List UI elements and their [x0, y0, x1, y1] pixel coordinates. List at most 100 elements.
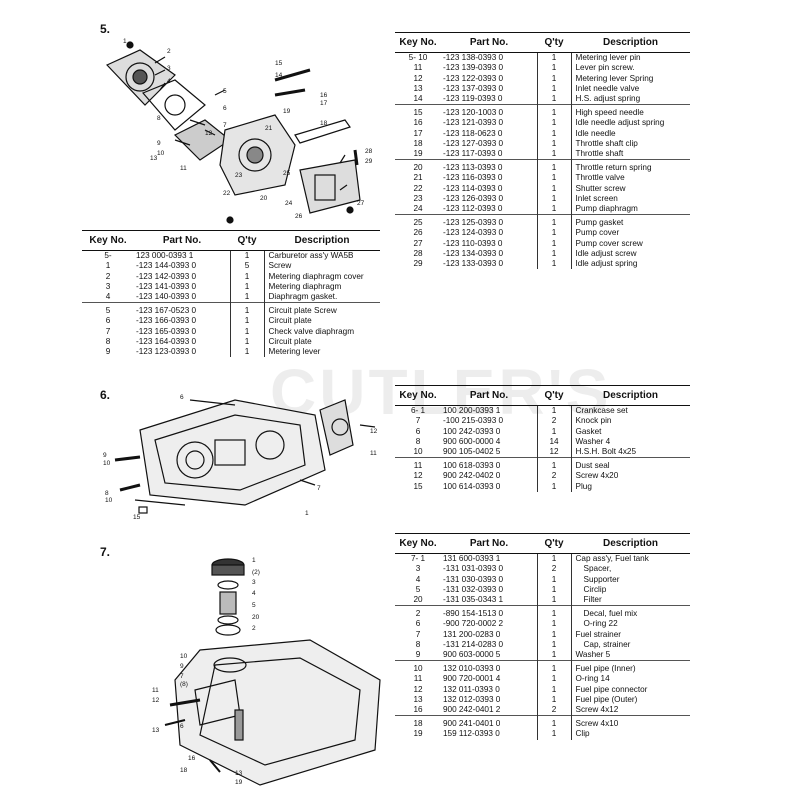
svg-text:9: 9	[103, 452, 107, 459]
svg-text:10: 10	[157, 150, 165, 157]
col-qty: Q'ty	[537, 31, 571, 54]
qty-cell: 5	[229, 261, 264, 272]
part-no-cell: -123 165-0393 0	[136, 326, 197, 336]
part-no-cell: 123 000-0393 1	[136, 251, 194, 261]
svg-text:15: 15	[275, 60, 283, 67]
description-cell: Throttle shaft	[570, 149, 690, 160]
svg-text:10: 10	[180, 653, 188, 660]
qty-cell: 1	[536, 674, 571, 685]
svg-text:25: 25	[283, 170, 291, 177]
part-no-cell: 900 603-0000 5	[443, 650, 501, 660]
svg-text:8: 8	[157, 115, 161, 122]
key-cell: 2	[395, 605, 441, 620]
svg-text:27: 27	[357, 200, 365, 207]
key-cell: 27	[413, 238, 423, 248]
part-no-cell: -123 141-0393 0	[136, 281, 197, 291]
key-cell: 26	[413, 228, 423, 238]
svg-text:13: 13	[152, 727, 160, 734]
part-no-cell: -123 167-0523 0	[134, 302, 230, 317]
col-description: Description	[571, 532, 690, 555]
qty-cell: 1	[536, 660, 571, 675]
part-no-cell: -123 123-0393 0	[136, 347, 197, 357]
part-no-cell: -123 124-0393 0	[443, 228, 504, 238]
description-cell: Pump diaphragm	[570, 204, 690, 215]
svg-text:9: 9	[180, 663, 184, 670]
key-cell: 15	[395, 104, 441, 119]
qty-cell: 1	[536, 595, 571, 606]
key-cell: 15	[413, 481, 423, 491]
part-no-cell: -123 116-0393 0	[443, 173, 503, 183]
part-no-cell: 100 618-0393 0	[441, 457, 537, 472]
description-cell: Pump cover screw	[570, 238, 690, 249]
part-no-cell: -131 035-0343 1	[443, 595, 504, 605]
svg-text:3: 3	[167, 65, 171, 72]
description-cell: Gasket	[570, 426, 690, 437]
description-cell: High speed needle	[570, 104, 690, 119]
qty-cell: 2	[536, 705, 571, 716]
part-no-cell: -123 140-0393 0	[136, 292, 197, 302]
key-cell: 11	[395, 457, 441, 472]
svg-text:1: 1	[123, 38, 127, 45]
key-cell: 23	[413, 193, 423, 203]
qty-cell: 1	[536, 138, 571, 150]
svg-text:19: 19	[283, 108, 291, 115]
qty-cell: 1	[536, 553, 571, 565]
key-cell: 19	[413, 149, 423, 159]
svg-text:29: 29	[365, 158, 373, 165]
description-cell: Metering diaphragm	[263, 281, 380, 293]
qty-cell: 1	[536, 83, 571, 95]
col-description: Description	[264, 229, 380, 252]
qty-cell: 1	[229, 271, 264, 282]
qty-cell: 1	[536, 94, 571, 105]
key-cell: 19	[413, 729, 423, 739]
qty-cell: 1	[536, 457, 571, 472]
part-no-cell: -131 030-0393 0	[443, 574, 504, 584]
col-key-no: Key No.	[395, 31, 441, 54]
qty-cell: 1	[536, 204, 571, 215]
part-no-cell: -890 154-1513 0	[441, 605, 537, 620]
svg-text:6: 6	[180, 394, 184, 401]
key-cell: 21	[413, 173, 423, 183]
key-cell: 28	[413, 248, 423, 258]
part-no-cell: 100 242-0393 0	[443, 426, 501, 436]
col-qty: Q'ty	[537, 532, 571, 555]
description-cell: Metering diaphragm cover	[263, 271, 380, 282]
description-cell: Metering lever pin	[570, 52, 690, 64]
qty-cell: 1	[536, 193, 571, 205]
description-cell: H.S. adjust spring	[570, 94, 690, 105]
svg-text:5: 5	[223, 88, 227, 95]
key-cell: 10	[395, 660, 441, 675]
key-cell: 6	[415, 426, 421, 436]
key-cell: 5- 10	[408, 53, 428, 63]
qty-cell: 1	[536, 159, 571, 174]
key-cell: 13	[413, 83, 423, 93]
part-no-cell: 900 241-0401 0	[441, 715, 537, 730]
description-cell: Inlet needle valve	[570, 83, 690, 95]
key-cell: 16	[413, 118, 423, 128]
svg-text:6: 6	[223, 105, 227, 112]
key-cell: 12	[413, 471, 423, 481]
key-cell: 6- 1	[410, 406, 426, 416]
description-cell: Knock pin	[570, 416, 690, 427]
key-cell: 20	[413, 595, 423, 605]
svg-text:9: 9	[157, 140, 161, 147]
description-cell: Shutter screw	[570, 183, 690, 194]
key-cell: 6	[105, 316, 111, 326]
parts-table-5b: Key No. Part No. Q'ty Description 5- 10-…	[395, 31, 690, 270]
qty-cell: 2	[536, 471, 571, 482]
description-cell: Diaphragm gasket.	[263, 292, 380, 303]
